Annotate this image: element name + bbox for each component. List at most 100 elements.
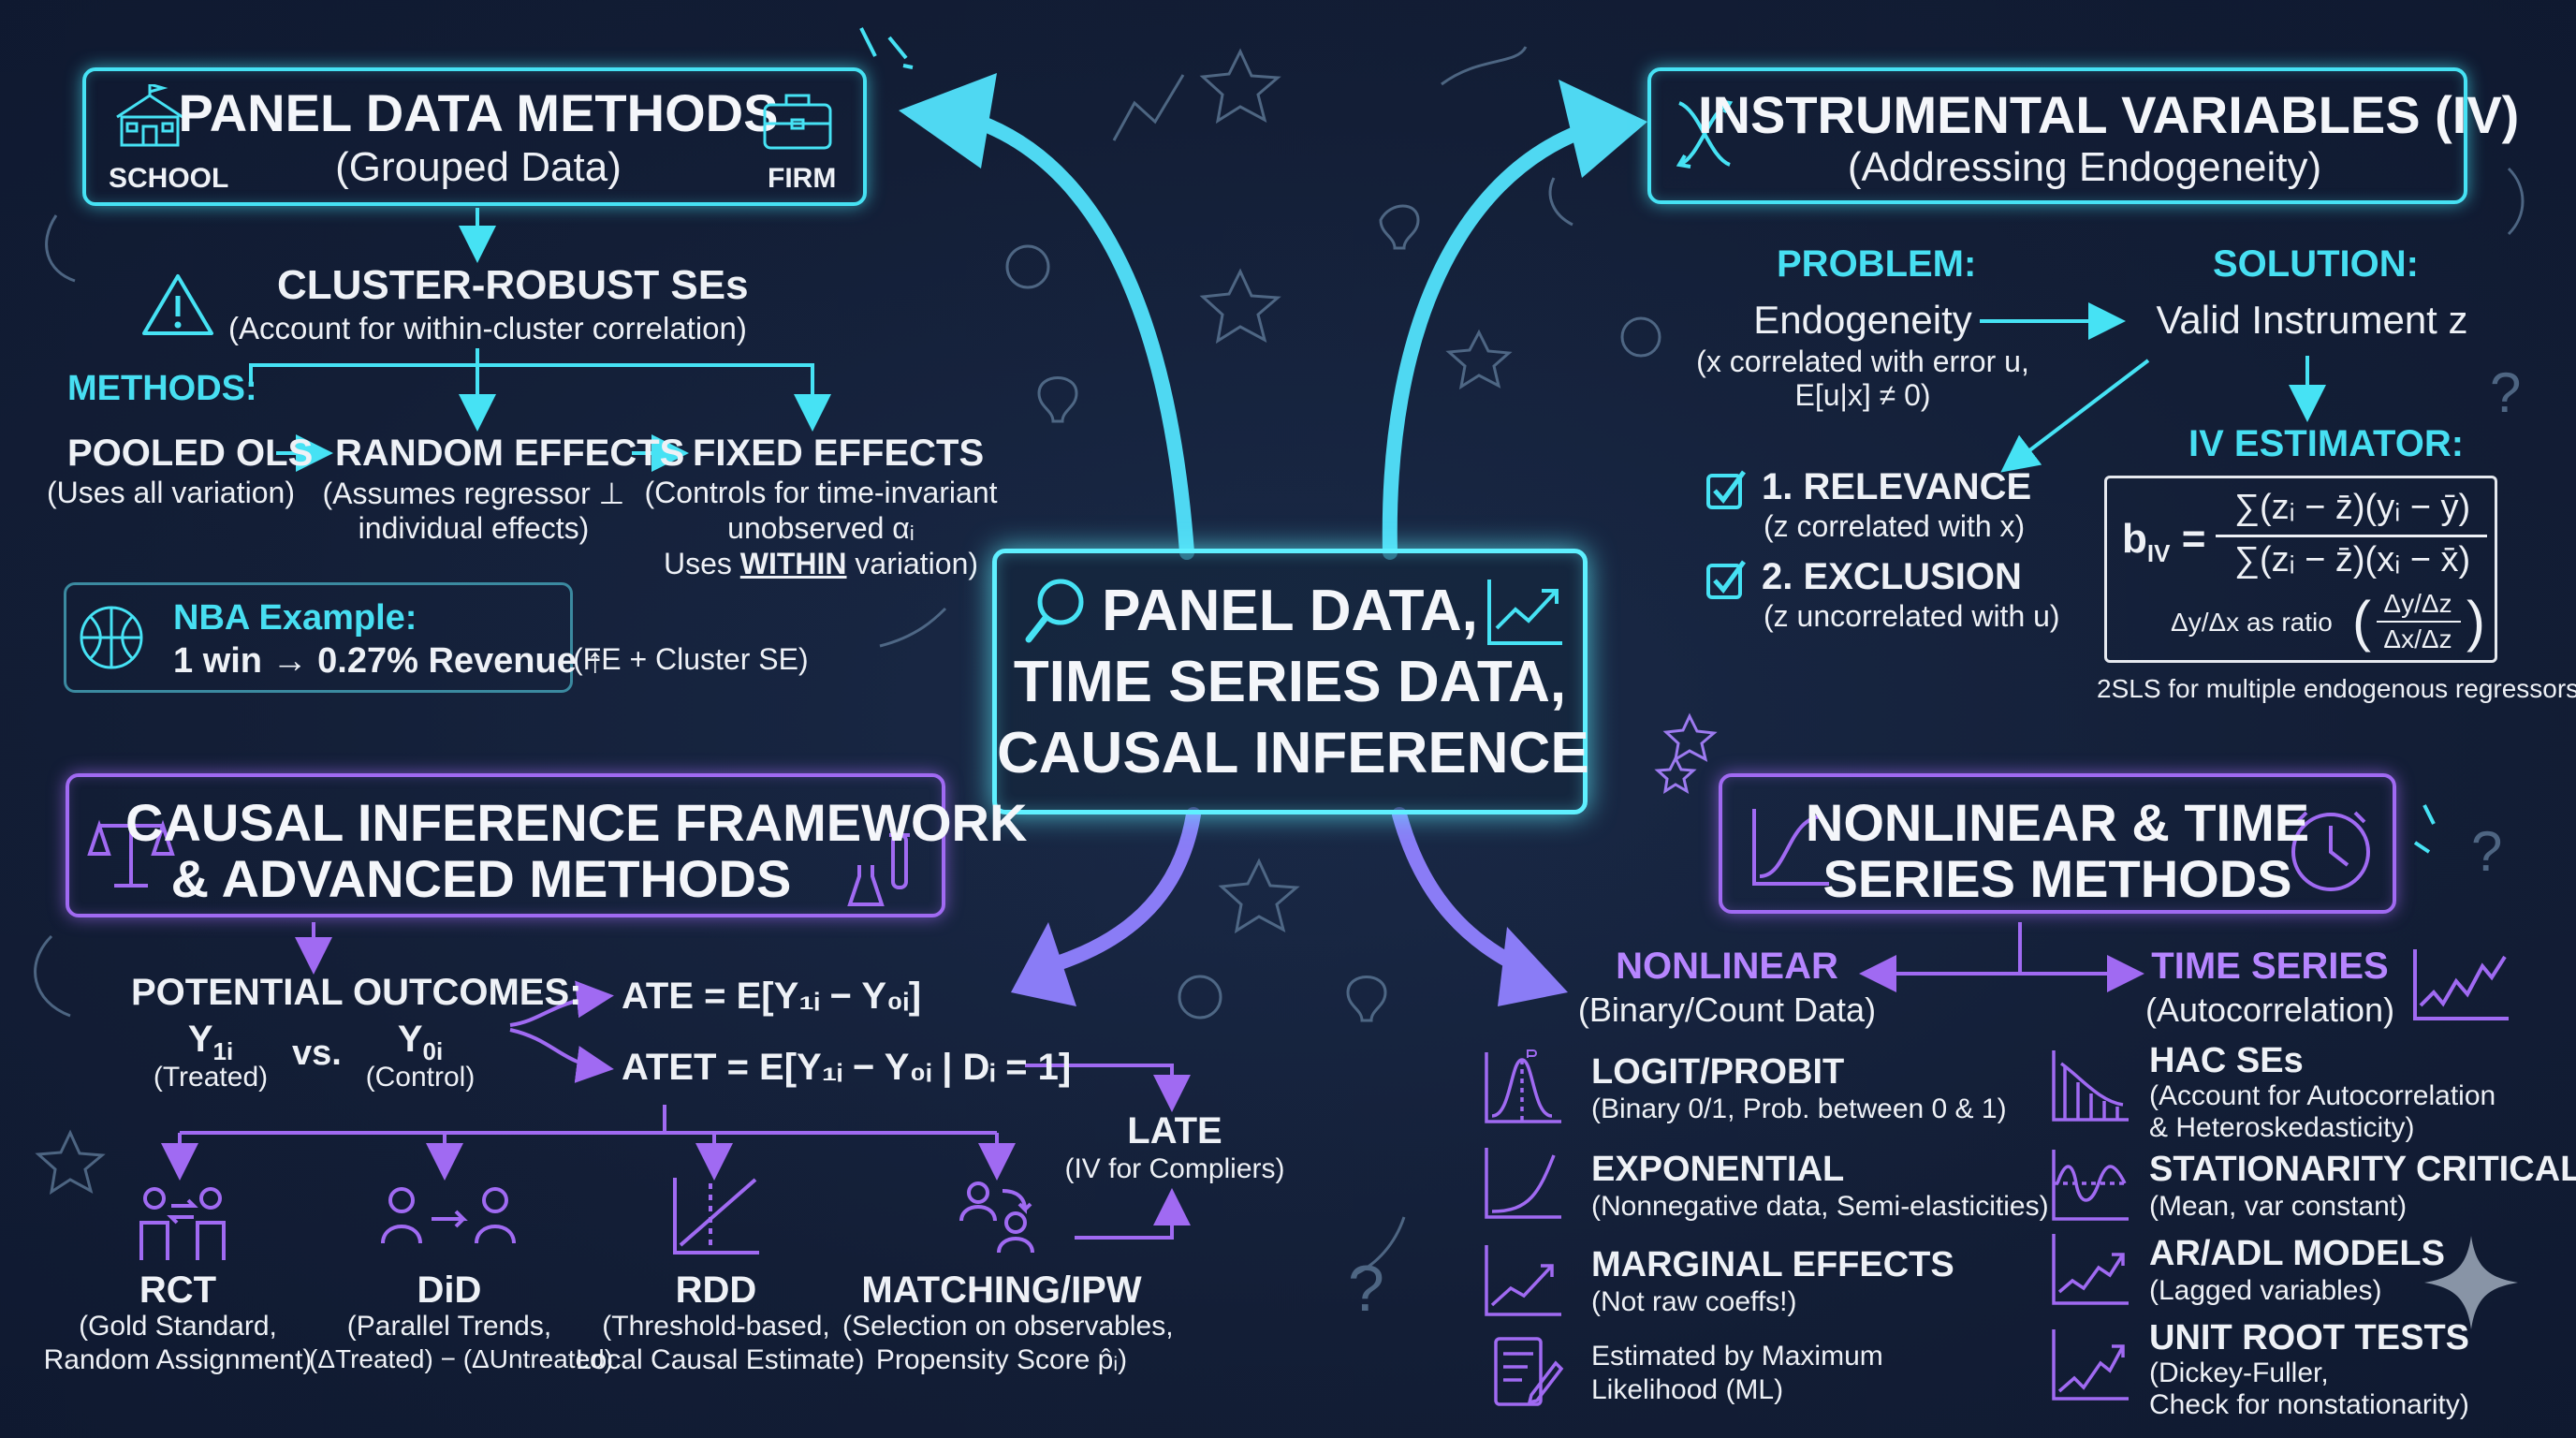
iv-subtitle: (Addressing Endogeneity) [1847, 144, 2322, 190]
y0-term: Y0i [397, 1019, 444, 1065]
logit-probit: LOGIT/PROBIT [1591, 1052, 1845, 1092]
marginal-effect-chart-icon [1485, 1245, 1561, 1316]
arrow-to-panel [899, 73, 1194, 560]
warning-icon [142, 274, 213, 335]
question-mark-doodle: ? [2471, 820, 2502, 883]
causal-title1: CAUSAL INFERENCE FRAMEWORK [125, 793, 1028, 852]
y1-caption: (Treated) [153, 1062, 269, 1093]
arrow-doodle [2507, 167, 2525, 236]
school-icon [116, 84, 183, 147]
lightbulb-icon [1037, 376, 1078, 423]
cluster-title: CLUSTER-ROBUST SEs [277, 262, 749, 308]
gear-icon [1005, 244, 1050, 289]
panel-title: PANEL DATA METHODS [178, 83, 779, 142]
did-sub1: (Parallel Trends, [346, 1311, 552, 1342]
exponential-sub: (Nonnegative data, Semi-elasticities) [1591, 1191, 2049, 1222]
problem-label: PROBLEM: [1777, 243, 1977, 285]
time-series-label: TIME SERIES [2151, 946, 2389, 987]
arrow-doodle [45, 214, 76, 283]
fixed-effects-sub2: unobserved αᵢ [727, 511, 915, 545]
trend-chart-icon [1487, 580, 1562, 645]
ate-formula: ATE = E[Y₁ᵢ − Y₀ᵢ] [622, 976, 922, 1017]
background-doodles: ? ? ? [34, 46, 2525, 1325]
nonlinear-label: NONLINEAR [1616, 946, 1838, 987]
lightbulb-icon [1379, 204, 1420, 250]
nba-title: NBA Example: [173, 598, 417, 638]
question-mark-doodle: ? [2490, 361, 2521, 424]
nonlinear-connectors [1859, 922, 2144, 992]
ratio-prefix: Δy/Δx as ratio [2171, 608, 2333, 637]
exponential: EXPONENTIAL [1591, 1150, 1845, 1189]
problem-sub1: (x correlated with error u, [1696, 345, 2029, 378]
random-effects: RANDOM EFFECTS [335, 433, 685, 474]
ratio-paren-open: ( [2352, 590, 2371, 653]
checkbox-checked-icon [1706, 470, 1747, 509]
relevance-sub: (z correlated with x) [1764, 509, 2026, 543]
methods-label: METHODS: [67, 369, 257, 408]
rct-sub1: (Gold Standard, [79, 1311, 277, 1342]
lab-flask-icon [847, 833, 910, 906]
iv-header-box: INSTRUMENTAL VARIABLES (IV) (Addressing … [1647, 67, 2519, 204]
nba-result: 1 win → 0.27% Revenue ↑ [173, 641, 605, 681]
gear-icon [1620, 316, 1661, 358]
matching-label: MATCHING/IPW [861, 1269, 1142, 1311]
arrow-to-iv [1382, 80, 1647, 560]
document-pen-icon [1494, 1337, 1564, 1406]
random-effects-sub2: individual effects) [358, 511, 590, 545]
star-icon [1199, 48, 1281, 125]
did-label: DiD [417, 1269, 482, 1311]
within-emphasis: WITHIN [739, 547, 847, 580]
zigzag-chart-icon [2413, 949, 2509, 1020]
lightbulb-icon [1346, 976, 1387, 1022]
formula-lhs: bIV = [2122, 516, 2206, 567]
center-line1: PANEL DATA, [1102, 579, 1478, 643]
unit-root-sub2: Check for nonstationarity) [2149, 1389, 2469, 1420]
rdd-sub1: (Threshold-based, [602, 1311, 830, 1342]
rdd-label: RDD [675, 1269, 757, 1311]
question-mark-doodle: ? [1348, 1252, 1384, 1325]
ar-adl-models: AR/ADL MODELS [2149, 1234, 2445, 1273]
nba-note: (FE + Cluster SE) [573, 642, 809, 676]
ratio-num: Δy/Δz [2383, 589, 2452, 618]
random-effects-sub1: (Assumes regressor ⊥ [322, 477, 625, 510]
fixed-effects-sub1: (Controls for time-invariant [644, 476, 998, 509]
exclusion-condition: 2. EXCLUSION [1762, 556, 2022, 597]
iv-formula-box: bIV = ∑(zᵢ − z̄)(yᵢ − ȳ) ∑(zᵢ − z̄)(xᵢ −… [2104, 476, 2497, 663]
arrow-doodle [879, 607, 947, 648]
potential-outcomes-label: POTENTIAL OUTCOMES: [131, 972, 582, 1013]
nonlinear-sub: (Binary/Count Data) [1577, 990, 1877, 1029]
panel-connectors [249, 208, 831, 472]
rct-sub2: Random Assignment) [43, 1344, 313, 1375]
nonlinear-header-box: NONLINEAR & TIME SERIES METHODS [1719, 773, 2396, 914]
time-series-sub: (Autocorrelation) [2144, 990, 2395, 1029]
nonlinear-title2: SERIES METHODS [1822, 849, 2292, 908]
solution-text: Valid Instrument z [2156, 298, 2468, 342]
rct-label: RCT [139, 1269, 217, 1311]
probability-curve-icon [1485, 1049, 1561, 1123]
school-label: SCHOOL [109, 163, 229, 194]
causal-header-box: CAUSAL INFERENCE FRAMEWORK & ADVANCED ME… [66, 773, 1028, 917]
ml-line2: Likelihood (ML) [1591, 1374, 1784, 1405]
ml-line1: Estimated by Maximum [1591, 1341, 1883, 1372]
scales-icon [87, 813, 175, 888]
ratio-den: Δx/Δz [2383, 624, 2452, 653]
center-line3: CAUSAL INFERENCE [997, 721, 1589, 785]
checkbox-checked-icon [1706, 560, 1747, 599]
causal-connectors [161, 922, 1191, 1240]
fixed-effects-sub3: Uses WITHIN variation) [663, 547, 979, 580]
atet-formula: ATET = E[Y₁ᵢ − Y₀ᵢ | Dᵢ = 1] [622, 1047, 1072, 1088]
problem-sub2: E[u|x] ≠ 0) [1794, 378, 1931, 412]
briefcase-icon [763, 94, 832, 150]
hac-sub2: & Heteroskedasticity) [2149, 1112, 2415, 1143]
marginal-effects: MARGINAL EFFECTS [1591, 1245, 1954, 1284]
fixed-effects: FIXED EFFECTS [693, 433, 985, 474]
matching-people-icon [959, 1181, 1034, 1254]
threshold-chart-icon [673, 1178, 759, 1255]
rdd-sub2: Local Causal Estimate) [576, 1344, 865, 1375]
arrow-doodle [1441, 46, 1528, 86]
deco-rays [859, 27, 2436, 854]
formula-fraction-bar [2216, 535, 2487, 537]
y1-term: Y1i [187, 1019, 234, 1065]
formula-denominator: ∑(zᵢ − z̄)(xᵢ − x̄) [2233, 540, 2471, 580]
nba-example-box: NBA Example: 1 win → 0.27% Revenue ↑ [64, 582, 604, 693]
